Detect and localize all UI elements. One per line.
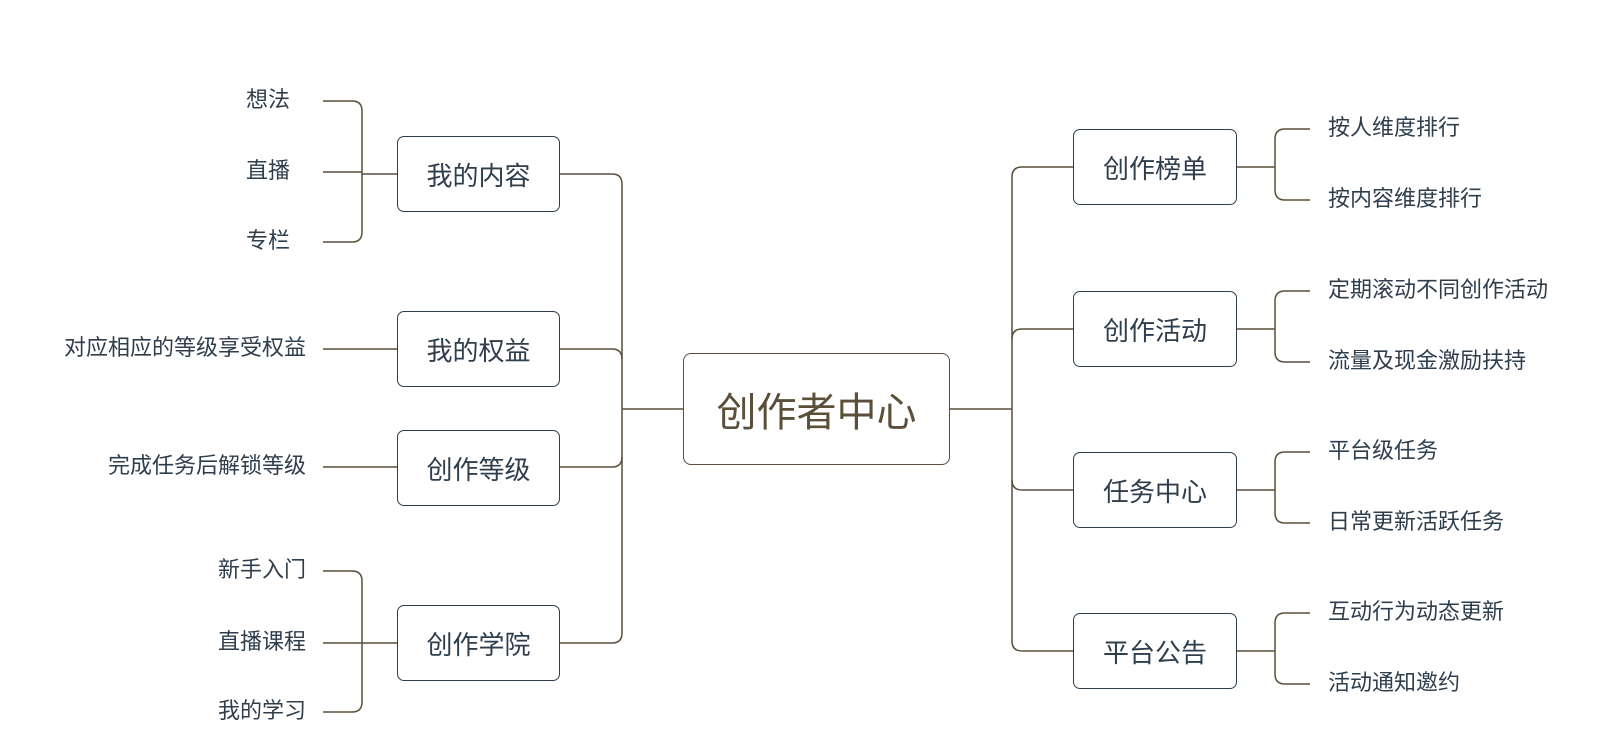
leaf-live-courses: 直播课程: [217, 630, 306, 655]
branch-my-rights: 我的权益: [397, 311, 560, 387]
leaf-daily-tasks: 日常更新活跃任务: [1328, 510, 1505, 535]
branch-creator-academy: 创作学院: [397, 605, 560, 681]
branch-creator-activities: 创作活动: [1073, 291, 1237, 367]
link-left-level: [560, 456, 623, 468]
link-right-tasks: [1011, 479, 1073, 491]
branch-my-content: 我的内容: [397, 136, 560, 212]
branch-platform-notice: 平台公告: [1073, 613, 1237, 689]
leaf-column: 专栏: [246, 229, 291, 254]
leaf-unlock-level: 完成任务后解锁等级: [107, 454, 306, 479]
link-academy-leaves: [323, 570, 363, 713]
leaf-rolling-activities: 定期滚动不同创作活动: [1328, 278, 1549, 303]
branch-creator-ranking: 创作榜单: [1073, 129, 1237, 205]
link-right-trunk: [1011, 166, 1073, 652]
link-right-leaves-1: [1274, 290, 1310, 363]
branch-creator-level: 创作等级: [397, 430, 560, 506]
leaf-rank-by-content: 按内容维度排行: [1328, 187, 1483, 212]
link-left-trunk: [560, 173, 623, 644]
branch-task-center: 任务中心: [1073, 452, 1237, 528]
link-right-leaves-3: [1274, 612, 1310, 685]
leaf-live: 直播: [246, 159, 291, 184]
leaf-rank-by-person: 按人维度排行: [1328, 116, 1461, 141]
link-right-leaves-2: [1274, 451, 1310, 524]
link-left-rights: [560, 348, 623, 360]
leaf-level-rights: 对应相应的等级享受权益: [63, 336, 306, 361]
leaf-traffic-incentive: 流量及现金激励扶持: [1328, 349, 1527, 374]
leaf-interaction-updates: 互动行为动态更新: [1328, 600, 1505, 625]
leaf-beginner: 新手入门: [217, 558, 306, 583]
root-node: 创作者中心: [683, 353, 950, 465]
leaf-activity-invites: 活动通知邀约: [1328, 671, 1461, 696]
link-right-activities: [1011, 328, 1073, 340]
leaf-my-learning: 我的学习: [217, 699, 306, 724]
leaf-thoughts: 想法: [246, 88, 291, 113]
link-right-leaves-0: [1274, 128, 1310, 201]
leaf-platform-tasks: 平台级任务: [1328, 439, 1439, 464]
